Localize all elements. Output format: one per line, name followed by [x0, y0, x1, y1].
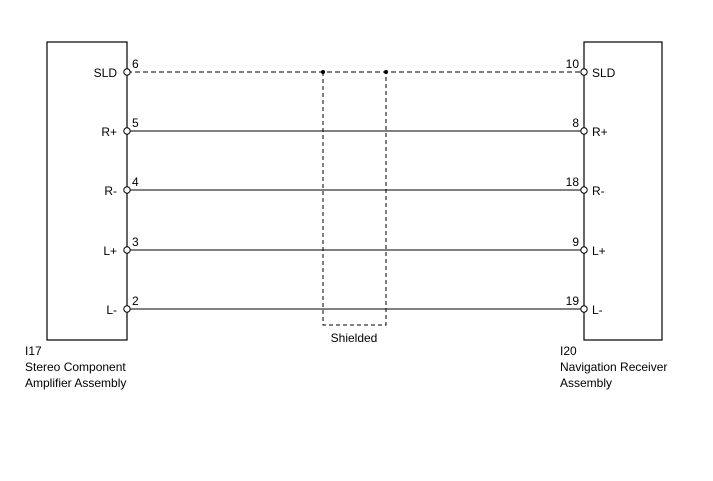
left-signal-label: L-	[106, 303, 117, 317]
wire-row-r-minus: R- 4 18 R-	[104, 175, 604, 198]
right-pin-number: 10	[566, 57, 580, 71]
left-component-name-line1: Stereo Component	[25, 360, 126, 374]
right-pin-number: 9	[572, 235, 579, 249]
right-pin-number: 19	[566, 294, 580, 308]
left-terminal	[123, 305, 131, 313]
right-signal-label: L+	[592, 244, 606, 258]
left-signal-label: SLD	[94, 66, 118, 80]
right-terminal	[580, 127, 588, 135]
shield-label: Shielded	[331, 331, 378, 345]
shield-outline	[322, 72, 387, 326]
right-component-box	[583, 41, 663, 341]
right-component-id: I20	[560, 344, 577, 358]
left-signal-label: L+	[103, 244, 117, 258]
right-component-name-line1: Navigation Receiver	[560, 360, 668, 374]
left-signal-label: R-	[104, 184, 117, 198]
right-signal-label: SLD	[592, 66, 616, 80]
right-pin-number: 8	[572, 116, 579, 130]
right-signal-label: R+	[592, 125, 608, 139]
left-signal-label: R+	[101, 125, 117, 139]
left-pin-number: 2	[132, 294, 139, 308]
right-terminal	[580, 186, 588, 194]
left-pin-number: 4	[132, 175, 139, 189]
wire-row-l-plus: L+ 3 9 L+	[103, 235, 605, 258]
left-component-name-line2: Amplifier Assembly	[25, 376, 127, 390]
wire-row-r-plus: R+ 5 8 R+	[101, 116, 607, 139]
right-terminal	[580, 68, 588, 76]
left-pin-number: 3	[132, 235, 139, 249]
right-component-name-line2: Assembly	[560, 376, 613, 390]
right-component-caption: I20 Navigation Receiver Assembly	[560, 343, 667, 391]
left-terminal	[123, 246, 131, 254]
left-pin-number: 5	[132, 116, 139, 130]
left-component-caption: I17 Stereo Component Amplifier Assembly	[25, 343, 126, 391]
right-pin-number: 18	[566, 175, 580, 189]
left-terminal	[123, 127, 131, 135]
wire-row-l-minus: L- 2 19 L-	[106, 294, 602, 317]
right-terminal	[580, 305, 588, 313]
right-terminal	[580, 246, 588, 254]
wire-row-sld: SLD 6 10 SLD	[94, 57, 616, 80]
left-terminal	[123, 68, 131, 76]
left-component-box	[46, 41, 128, 341]
right-signal-label: R-	[592, 184, 605, 198]
left-pin-number: 6	[132, 57, 139, 71]
left-component-id: I17	[25, 344, 42, 358]
left-terminal	[123, 186, 131, 194]
right-signal-label: L-	[592, 303, 603, 317]
